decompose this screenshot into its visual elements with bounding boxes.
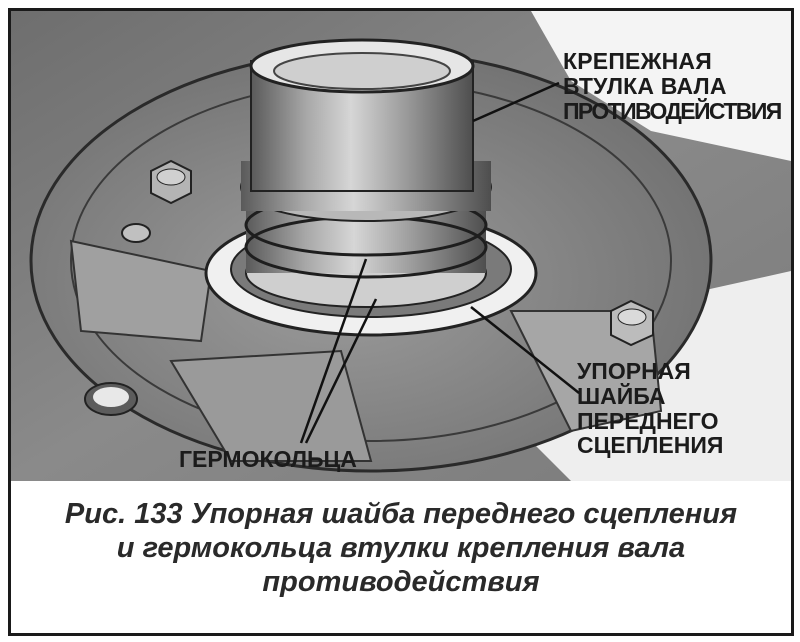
bolt-right: [610, 299, 654, 347]
label-mounting-sleeve: КРЕПЕЖНАЯ ВТУЛКА ВАЛА ПРОТИВОДЕЙСТВИЯ: [563, 48, 782, 124]
leader-sleeve: [472, 81, 560, 123]
leader-seal-2: [304, 298, 378, 444]
caption-line: противодействия: [262, 566, 540, 599]
label-seal-rings: ГЕРМОКОЛЬЦА: [179, 446, 357, 472]
rib-bottom: [169, 349, 373, 462]
paper-area-lower: [531, 271, 791, 481]
leader-seal-1: [299, 258, 368, 444]
sleeve-bore: [273, 52, 451, 90]
caption-line: Рис. 133 Упорная шайба переднего сцеплен…: [64, 498, 738, 530]
rib-left: [69, 239, 213, 343]
label-line: ПЕРЕДНЕГО: [577, 407, 719, 434]
label-line: СЦЕПЛЕНИЯ: [577, 432, 724, 459]
label-line: ШАЙБА: [577, 382, 666, 409]
figure-caption: Рис. 133 Упорная шайба переднего сцеплен…: [11, 497, 791, 600]
transmission-photo: [11, 11, 791, 481]
label-line: ВТУЛКА ВАЛА: [563, 72, 727, 99]
hole-bottom-left: [84, 382, 138, 416]
caption-line: и гермокольца втулки крепления вала: [116, 532, 686, 565]
leader-washer: [470, 306, 580, 394]
bolt-left: [150, 159, 192, 205]
label-line: КРЕПЕЖНАЯ: [563, 48, 712, 74]
label-line: ПРОТИВОДЕЙСТВИЯ: [563, 97, 782, 124]
label-thrust-washer: УПОРНАЯ ШАЙБА ПЕРЕДНЕГО СЦЕПЛЕНИЯ: [577, 359, 723, 458]
label-line: УПОРНАЯ: [577, 358, 691, 384]
figure-frame: КРЕПЕЖНАЯ ВТУЛКА ВАЛА ПРОТИВОДЕЙСТВИЯ УП…: [8, 8, 794, 636]
paper-area: [531, 11, 791, 161]
bolt-left-small: [121, 223, 151, 243]
